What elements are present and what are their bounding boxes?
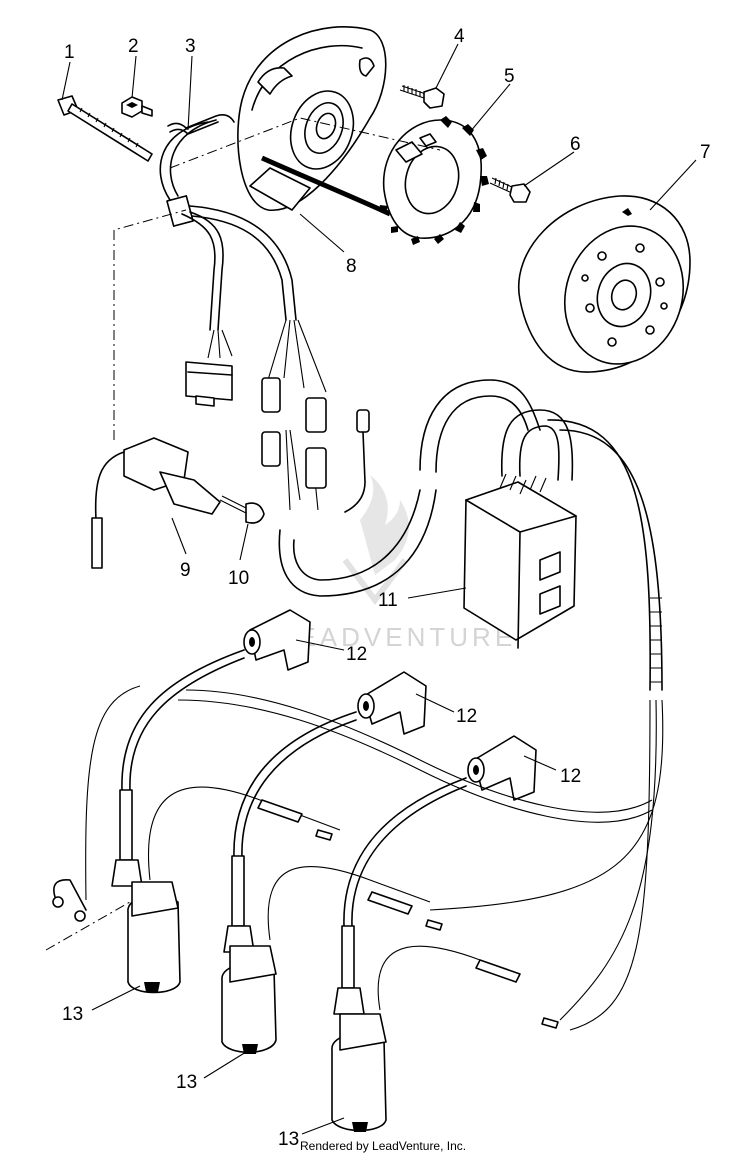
spark-plug-cap (467, 735, 537, 801)
wire-terminal (257, 799, 559, 1029)
callout-13-bottom: 13 (278, 1129, 299, 1150)
alignment-line (169, 117, 441, 169)
callout-1: 1 (64, 42, 75, 63)
callout-2: 2 (128, 36, 139, 57)
harness-connector (185, 361, 233, 407)
bullet-connector (261, 377, 370, 513)
screw (399, 85, 445, 109)
callout-3: 3 (185, 36, 196, 57)
flywheel (517, 195, 691, 373)
cable-tie (57, 95, 153, 162)
screw (219, 495, 265, 524)
callout-6: 6 (570, 134, 581, 155)
ground-wire (85, 685, 664, 1031)
high-tension-lead (121, 649, 467, 927)
footer-credit: Rendered by LeadVenture, Inc. (300, 1139, 466, 1153)
callout-5: 5 (504, 66, 515, 87)
leader-lines (61, 43, 697, 1135)
ignition-coil (331, 925, 387, 1132)
cdi-box (278, 379, 663, 691)
spark-plug-cap (243, 609, 311, 671)
pulse-coil (91, 437, 221, 569)
callout-12-middle: 12 (456, 706, 477, 727)
screw (489, 177, 531, 203)
callout-13-left: 13 (62, 1004, 83, 1025)
callout-12-top: 12 (346, 644, 367, 665)
watermark-text: LEADVENTURE (280, 622, 516, 652)
callout-4: 4 (454, 26, 465, 47)
alignment-line (113, 209, 187, 440)
alignment-line (45, 901, 131, 951)
screw (121, 96, 153, 118)
callout-labels: 1 2 3 4 5 6 7 8 9 10 11 12 12 12 13 13 1… (62, 26, 711, 1150)
callout-10: 10 (228, 568, 249, 589)
callout-12-bottom: 12 (560, 766, 581, 787)
callout-13-middle: 13 (176, 1072, 197, 1093)
stator-coil (379, 116, 489, 245)
stator-harness (159, 119, 327, 511)
callout-9: 9 (180, 560, 191, 581)
callout-11: 11 (378, 590, 398, 611)
callout-8: 8 (346, 256, 357, 277)
ring-terminal (52, 879, 87, 922)
callout-7: 7 (700, 142, 711, 163)
ignition-coil (111, 789, 181, 994)
ignition-coil (221, 855, 277, 1054)
watermark-logo: LEADVENTURE (280, 475, 516, 652)
spark-plug-cap (357, 671, 427, 735)
stator-base-plate (237, 26, 392, 217)
